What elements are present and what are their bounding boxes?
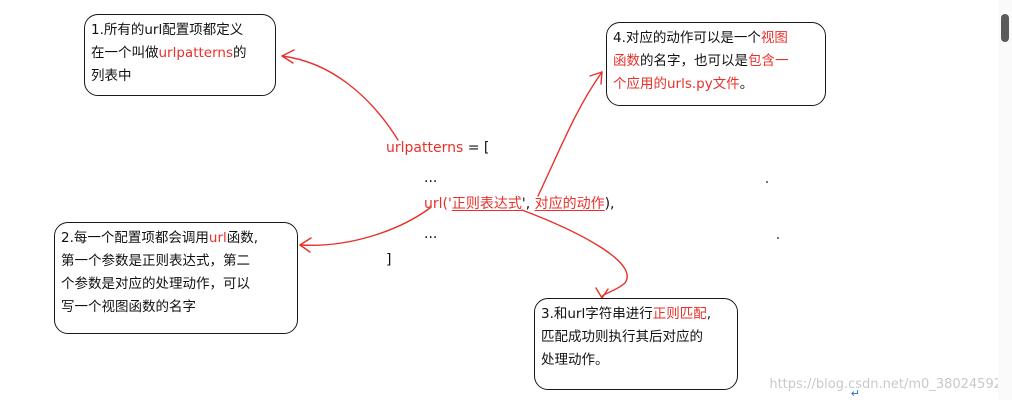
stray-dot: [766, 181, 768, 183]
arrow-to-box4: [537, 71, 603, 197]
note-text: 第一个参数是正则表达式，第二: [61, 253, 250, 269]
box1-line: 列表中: [91, 65, 269, 88]
note-text: 4.对应的动作可以是一个: [613, 30, 761, 46]
code-url-open: url(': [424, 196, 452, 212]
code-block: urlpatterns = [: [386, 138, 489, 158]
highlight-text: urlpatterns: [158, 45, 234, 61]
note-box-4: 4.对应的动作可以是一个视图函数的名字，也可以是包含一个应用的urls.py文件…: [606, 22, 826, 106]
note-text: 在一个叫做: [91, 45, 159, 61]
note-box-3: 3.和url字符串进行正则匹配,匹配成功则执行其后对应的处理动作。: [534, 298, 738, 390]
code-action: 对应的动作: [534, 196, 605, 212]
box1-line: 在一个叫做urlpatterns的: [91, 42, 269, 65]
highlight-text: 视图: [760, 30, 788, 46]
code-end-bracket: ]: [386, 252, 392, 268]
note-box-1: 1.所有的url配置项都定义在一个叫做urlpatterns的列表中: [84, 14, 276, 96]
box3-line: 匹配成功则执行其后对应的: [541, 326, 731, 349]
note-text: 2.每一个配置项都会调用: [61, 230, 209, 246]
code-dots-1: ...: [424, 170, 438, 186]
code-dots-2: ...: [424, 226, 438, 242]
note-text: ,: [706, 306, 712, 322]
stray-dot: [777, 237, 779, 239]
note-text: 3.和url字符串进行: [541, 306, 653, 322]
arrow-to-box2: [299, 207, 431, 247]
box3-line: 处理动作。: [541, 349, 731, 372]
code-line-1: urlpatterns = [: [386, 138, 489, 158]
box4-line: 4.对应的动作可以是一个视图: [613, 27, 819, 50]
watermark: https://blog.csdn.net/m0_38024592: [769, 377, 1002, 392]
highlight-text: 包含一: [748, 53, 789, 69]
highlight-text: 函数: [613, 53, 640, 69]
code-eq-bracket: = [: [463, 140, 490, 156]
note-text: 处理动作。: [541, 352, 609, 368]
scrollbar[interactable]: [998, 0, 1012, 400]
code-line-url: url('正则表达式', 对应的动作),: [424, 194, 615, 214]
code-regex: 正则表达式: [451, 196, 522, 212]
note-text: 函数,: [226, 230, 259, 246]
return-icon: ↵: [850, 387, 860, 400]
note-text: 列表中: [91, 68, 132, 84]
code-mid: ',: [521, 196, 535, 212]
box4-line: 个应用的urls.py文件。: [613, 73, 819, 96]
note-text: 1.所有的url配置项都定义: [91, 22, 244, 38]
box2-line: 个参数是对应的处理动作，可以: [61, 273, 291, 296]
note-text: 匹配成功则执行其后对应的: [541, 329, 703, 345]
highlight-text: 个应用的urls.py文件: [613, 76, 740, 92]
highlight-text: url: [208, 230, 227, 246]
box1-line: 1.所有的url配置项都定义: [91, 19, 269, 42]
note-text: 写一个视图函数的名字: [61, 299, 196, 315]
code-close: ),: [604, 196, 615, 212]
box2-line: 2.每一个配置项都会调用url函数,: [61, 227, 291, 250]
scrollbar-thumb[interactable]: [1001, 14, 1009, 42]
note-box-2: 2.每一个配置项都会调用url函数, 第一个参数是正则表达式，第二个参数是对应的处…: [54, 222, 298, 334]
code-urlpatterns: urlpatterns: [386, 140, 464, 156]
note-text: 。: [739, 76, 754, 92]
highlight-text: 正则匹配: [652, 306, 707, 322]
note-text: 的: [233, 45, 247, 61]
note-text: 个参数是对应的处理动作，可以: [61, 276, 250, 292]
arrow-to-box3: [521, 209, 628, 299]
note-text: 的名字，也可以是: [640, 53, 748, 69]
box2-line: 写一个视图函数的名字: [61, 296, 291, 319]
arrow-to-box1: [281, 55, 399, 141]
box2-line: 第一个参数是正则表达式，第二: [61, 250, 291, 273]
box3-line: 3.和url字符串进行正则匹配,: [541, 303, 731, 326]
box4-line: 函数的名字，也可以是包含一: [613, 50, 819, 73]
